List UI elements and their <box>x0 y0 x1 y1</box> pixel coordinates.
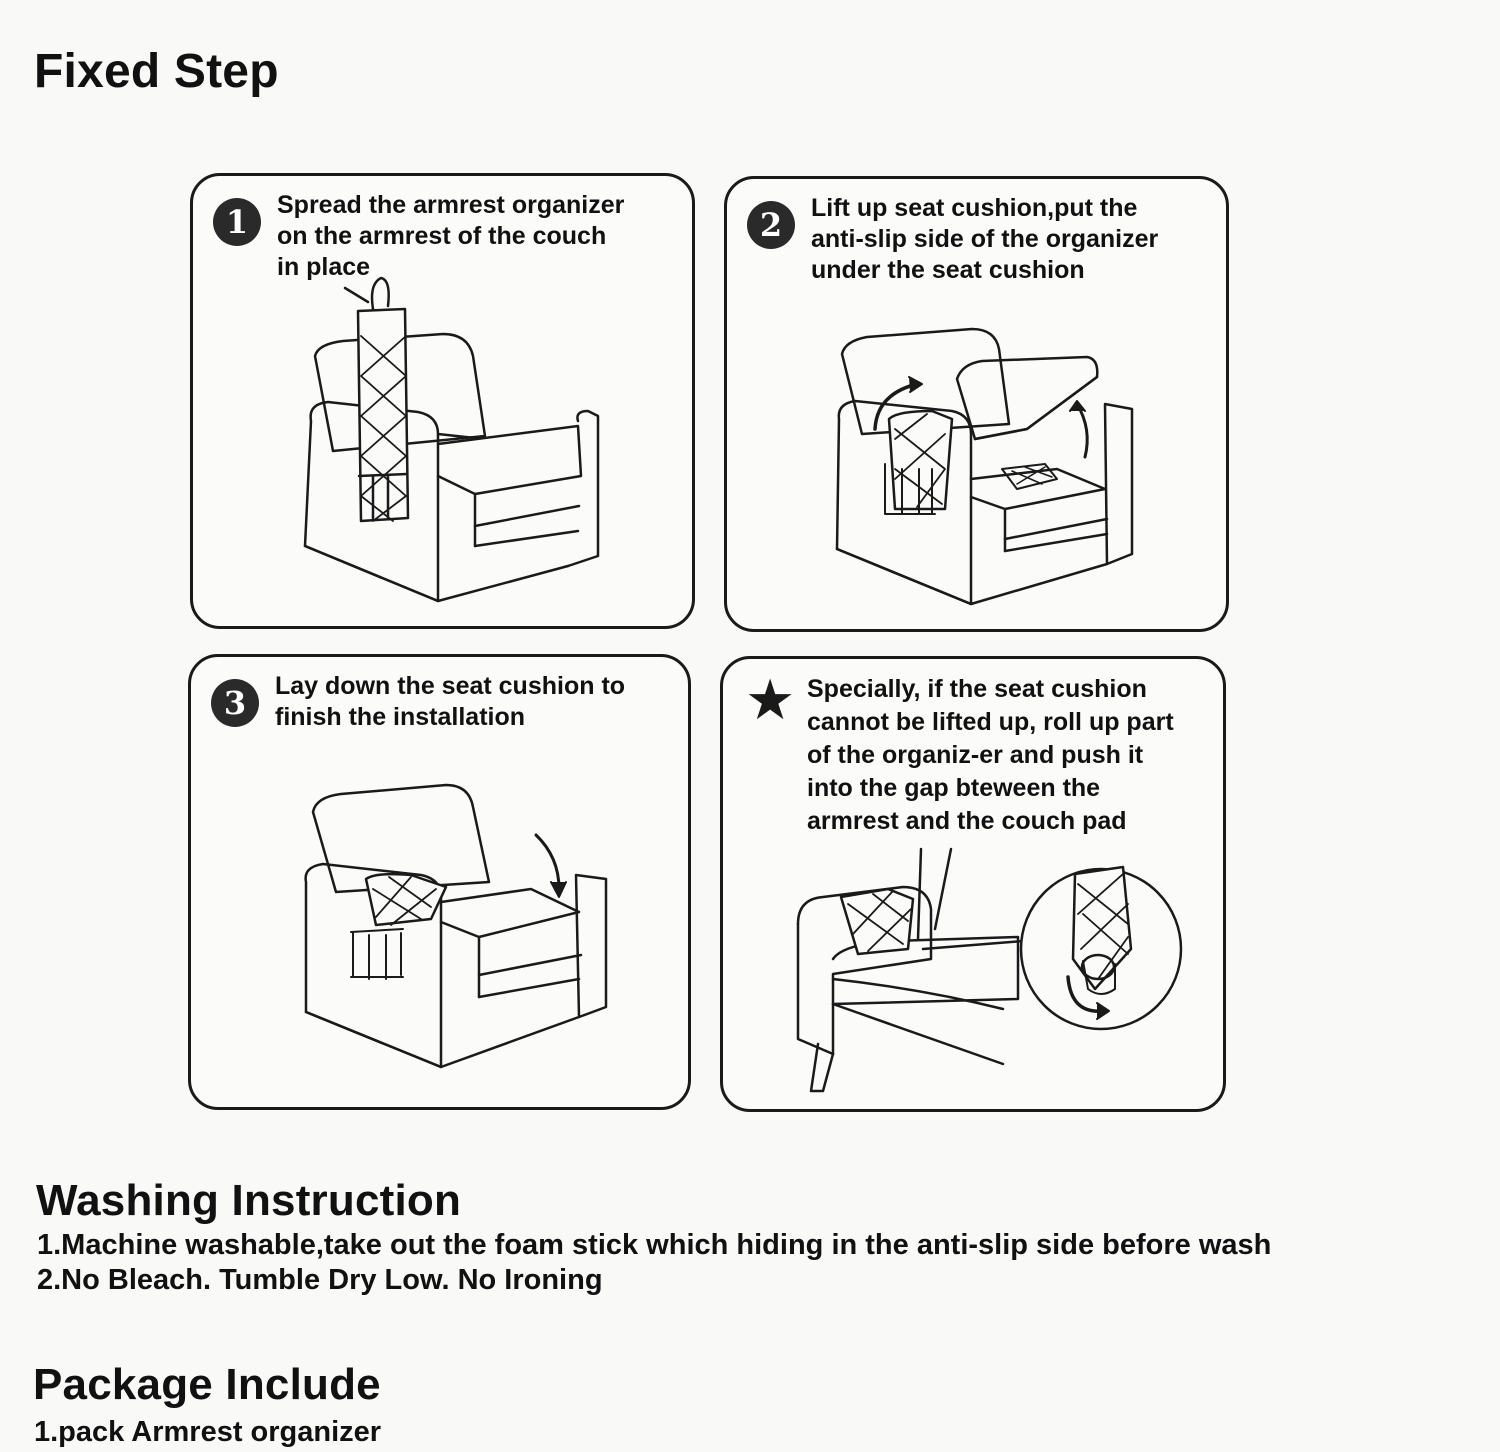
washing-instruction-title: Washing Instruction <box>36 1176 462 1225</box>
step-1-text: Spread the armrest organizer on the armr… <box>277 191 625 281</box>
washing-instruction-item: 2.No Bleach. Tumble Dry Low. No Ironing <box>37 1264 603 1296</box>
sofa-illustration <box>796 847 1183 1093</box>
step-2-panel: 2 Lift up seat cushion,put the anti-slip… <box>724 176 1229 632</box>
organizer-strap-icon <box>350 872 448 980</box>
step-number-badge: 1 <box>213 198 261 246</box>
organizer-strap-icon <box>343 276 410 523</box>
step-2-text: Lift up seat cushion,put the anti-slip s… <box>811 194 1159 284</box>
step-number-badge: 3 <box>211 679 259 727</box>
fixed-step-title: Fixed Step <box>34 45 279 98</box>
step-special-text: Specially, if the seat cushion cannot be… <box>807 675 1174 835</box>
step-number-badge: 2 <box>747 201 795 249</box>
step-special-panel: ★ Specially, if the seat cushion cannot … <box>720 656 1226 1112</box>
package-include-title: Package Include <box>33 1360 381 1409</box>
organizer-strap-icon <box>839 887 915 956</box>
package-include-item: 1.pack Armrest organizer <box>34 1416 382 1448</box>
washing-instruction-item: 1.Machine washable,take out the foam sti… <box>37 1229 1272 1261</box>
step-3-text: Lay down the seat cushion to finish the … <box>275 672 626 731</box>
step-3-panel: 3 Lay down the seat cushion to finish th… <box>188 654 691 1110</box>
armchair-illustration <box>304 783 608 1069</box>
armchair-illustration <box>303 276 600 603</box>
star-icon: ★ <box>745 668 796 733</box>
armchair-illustration <box>835 327 1134 606</box>
step-1-panel: 1 Spread the armrest organizer on the ar… <box>190 173 695 629</box>
organizer-strap-icon <box>884 409 1058 515</box>
zoom-detail-icon <box>1019 865 1183 1031</box>
